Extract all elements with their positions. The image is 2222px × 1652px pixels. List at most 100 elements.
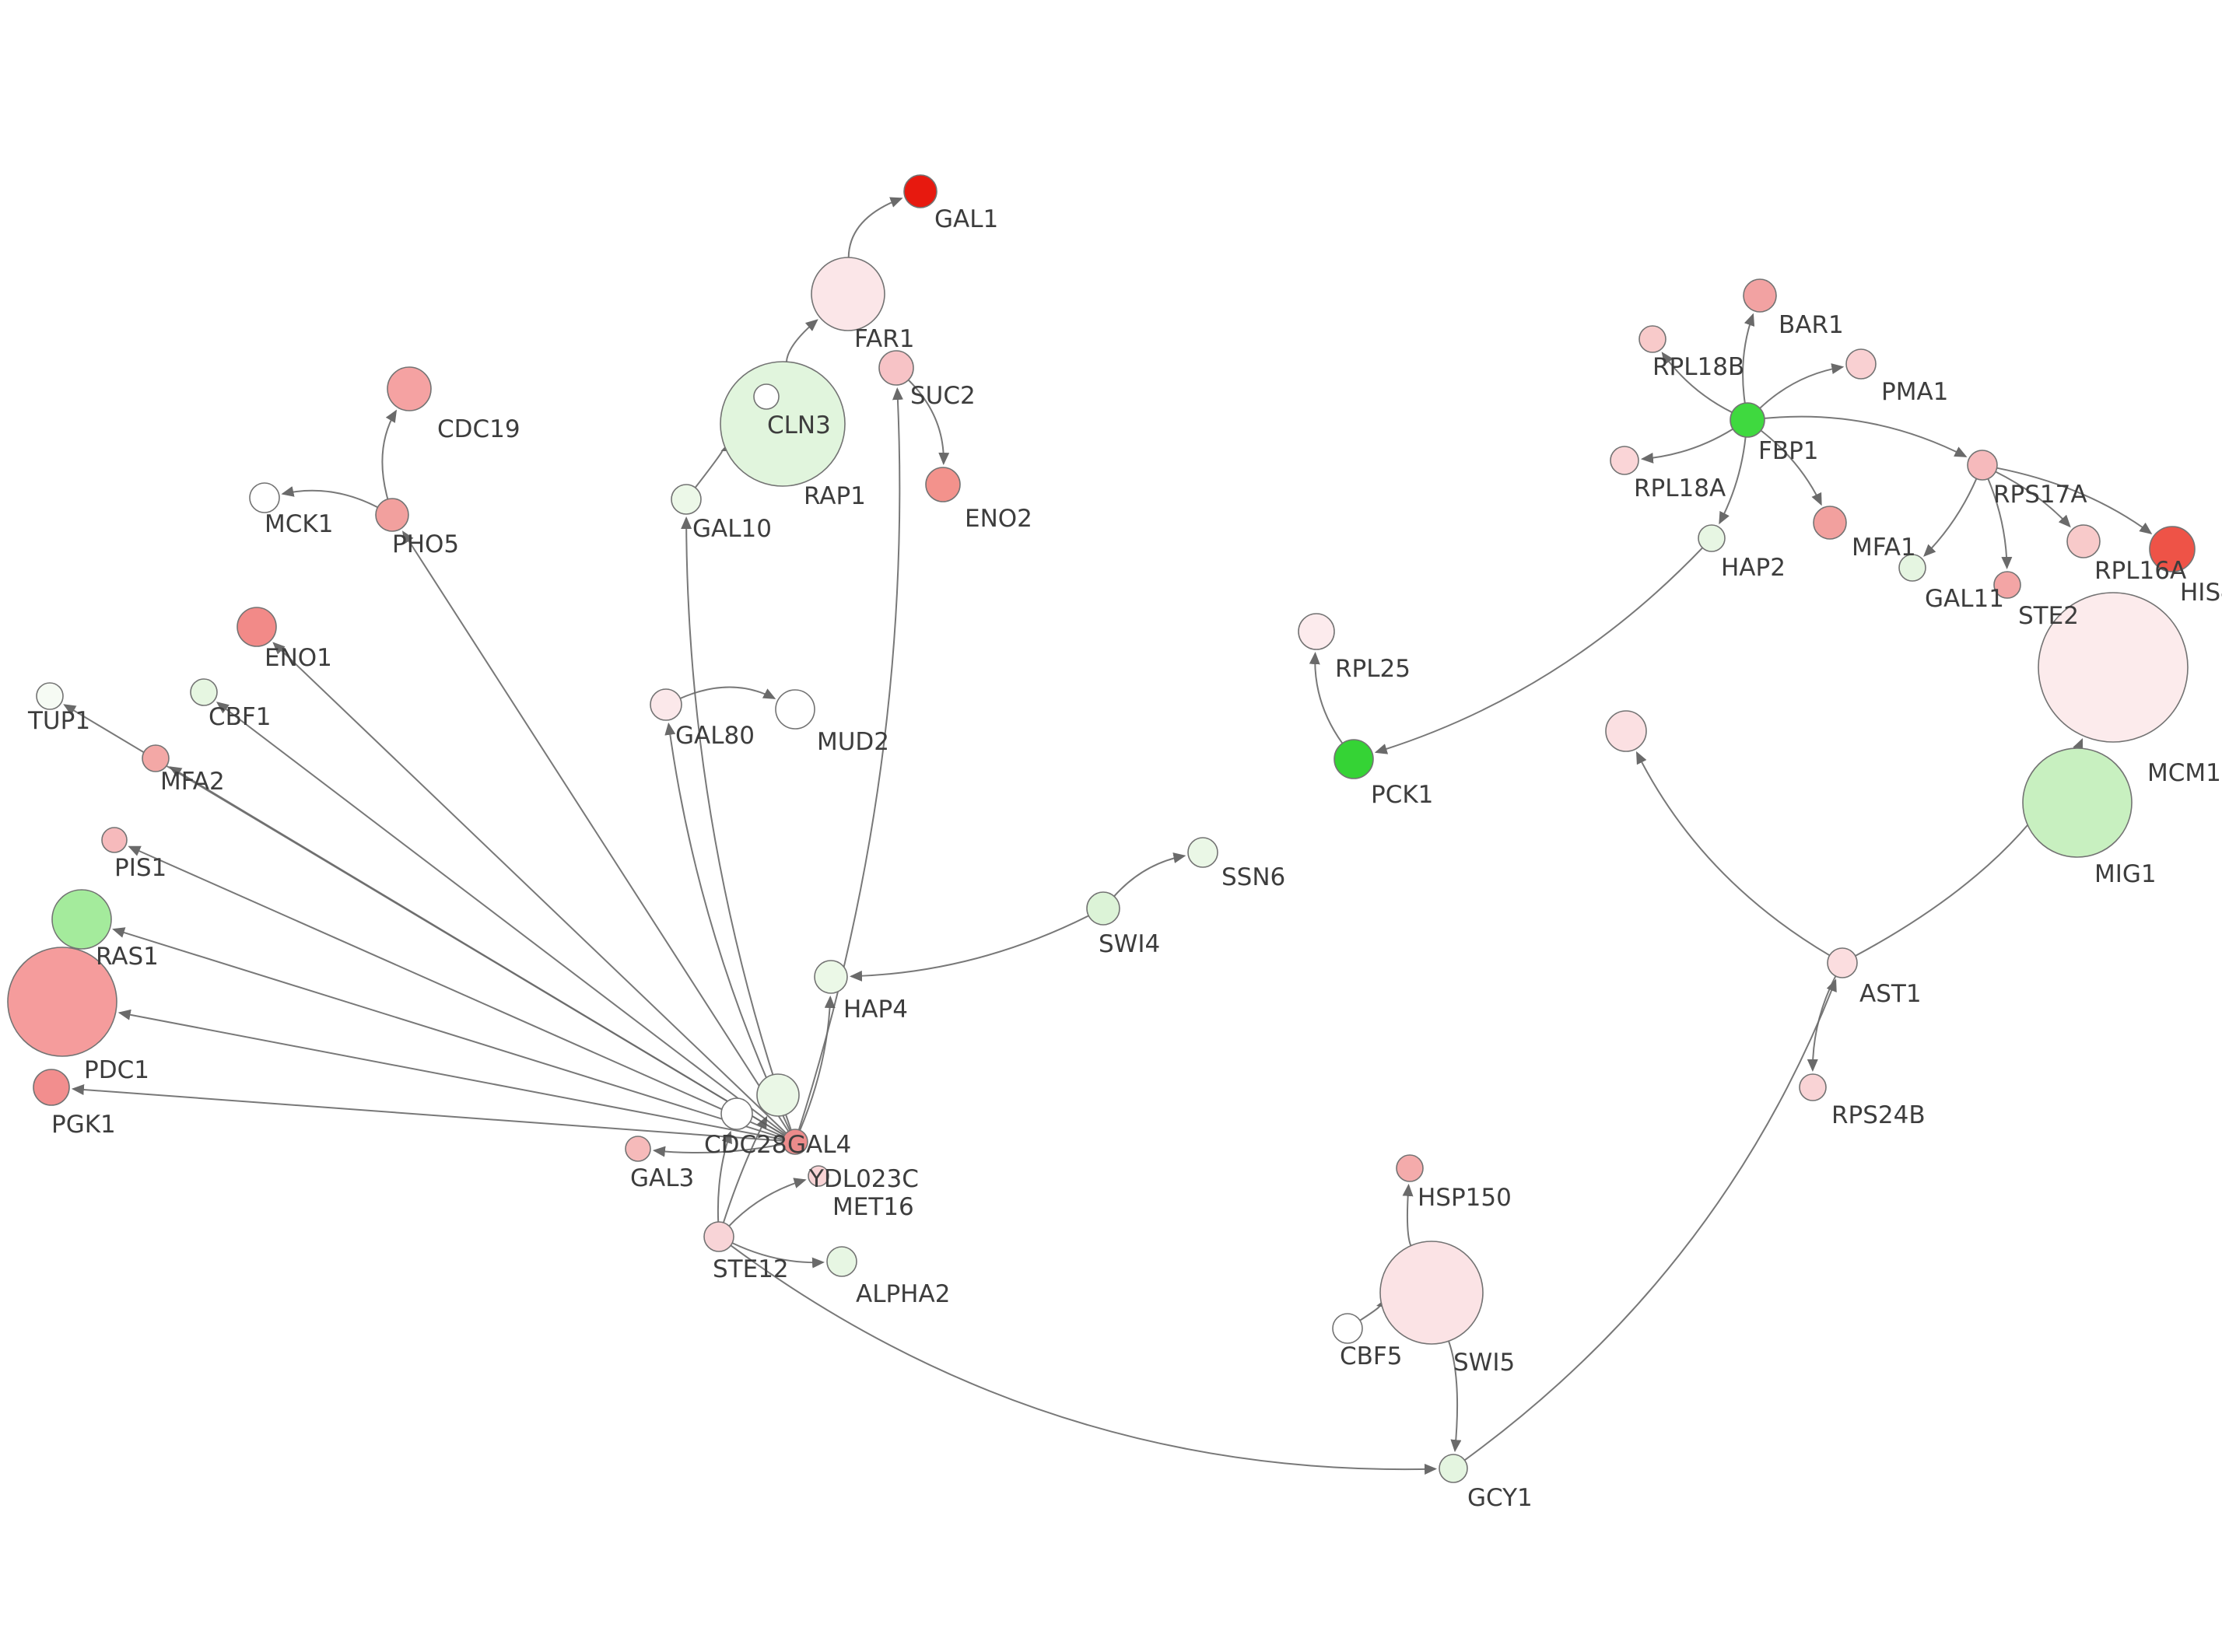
- edge-RPS17A-GAL11[interactable]: [1923, 478, 1978, 557]
- edge-GAL10-CLN3[interactable]: [694, 441, 734, 488]
- node-AST1[interactable]: [1827, 947, 1858, 978]
- node-PDC1[interactable]: [7, 947, 117, 1057]
- node-SWI5[interactable]: [1379, 1241, 1484, 1345]
- edge-GAL4-RAS1[interactable]: [112, 927, 783, 1139]
- node-CBF1[interactable]: [190, 678, 218, 706]
- node-MCM1[interactable]: [2038, 592, 2189, 743]
- edge-SWI5-HSP150[interactable]: [1402, 1183, 1414, 1247]
- edge-SWI4-SSN6[interactable]: [1113, 852, 1186, 898]
- node-STE12[interactable]: [703, 1221, 734, 1252]
- node-CDC19[interactable]: [387, 366, 432, 411]
- node-ALPHA2[interactable]: [826, 1246, 857, 1277]
- node-FBP1[interactable]: [1730, 402, 1765, 438]
- edge-GAL4-PDC1[interactable]: [117, 1009, 783, 1140]
- edge-RPS17A-STE2[interactable]: [1987, 478, 2013, 569]
- node-PMA1[interactable]: [1845, 348, 1877, 380]
- edge-STE12-GCY1[interactable]: [730, 1244, 1437, 1475]
- node-GAL11[interactable]: [1898, 554, 1926, 582]
- edge-GAL4-MFA2[interactable]: [169, 766, 785, 1136]
- node-FAR1[interactable]: [811, 257, 885, 331]
- node-GAL3[interactable]: [625, 1136, 651, 1162]
- edge-STE12-MET16[interactable]: [728, 1178, 807, 1227]
- node-HAP4[interactable]: [814, 960, 848, 994]
- edge-GAL4-GAL80[interactable]: [664, 722, 791, 1131]
- node-MUD2[interactable]: [775, 689, 815, 730]
- edge-RPS17A-HIS4[interactable]: [1996, 467, 2153, 534]
- node-ENO2[interactable]: [925, 467, 961, 502]
- node-HAP2[interactable]: [1698, 524, 1726, 552]
- edge-GAL4-GAL3[interactable]: [652, 1143, 783, 1157]
- node-BAR1[interactable]: [1743, 278, 1777, 313]
- edge-GAL4-ENO1[interactable]: [272, 642, 787, 1134]
- edge-GAL4-PHO5[interactable]: [402, 530, 790, 1132]
- node-GCY1[interactable]: [1439, 1454, 1468, 1483]
- edge-FBP1-RPS17A[interactable]: [1764, 415, 1968, 457]
- node-RAS1[interactable]: [51, 889, 112, 950]
- node-SUC2[interactable]: [878, 350, 914, 386]
- node-GAL1[interactable]: [903, 174, 938, 208]
- node-PCK1[interactable]: [1334, 739, 1374, 779]
- edge-GAL4-PGK1[interactable]: [71, 1084, 783, 1142]
- edge-FBP1-RPL18A[interactable]: [1640, 428, 1733, 464]
- node-GAL80[interactable]: [650, 688, 682, 721]
- edge-FBP1-PMA1[interactable]: [1759, 363, 1845, 409]
- node-RPL18A[interactable]: [1610, 446, 1639, 475]
- edge-AST1-RPS24B[interactable]: [1807, 975, 1837, 1072]
- edge-PHO5-CDC19[interactable]: [381, 409, 398, 500]
- edge-FBP1-BAR1[interactable]: [1742, 313, 1755, 404]
- node-MFA2[interactable]: [142, 744, 170, 772]
- node-RPL16A[interactable]: [2066, 524, 2101, 558]
- node-GAL4[interactable]: [782, 1129, 808, 1155]
- edge-GAL80-MUD2[interactable]: [679, 686, 776, 699]
- node-MIG1[interactable]: [2022, 747, 2133, 858]
- edge-GAL4-HAP4[interactable]: [799, 996, 836, 1131]
- edge-GAL4-SUC2[interactable]: [797, 387, 903, 1131]
- edge-RPS17A-RPL16A[interactable]: [1995, 471, 2071, 528]
- node-CLN3[interactable]: [720, 361, 846, 487]
- edge-PCK1-RPL25[interactable]: [1309, 652, 1344, 744]
- node-CBF5[interactable]: [1332, 1313, 1363, 1344]
- edge-STE12-ALPHA2[interactable]: [731, 1242, 825, 1269]
- node-RPS24B[interactable]: [1799, 1073, 1827, 1101]
- edge-GAL4-CBF1[interactable]: [216, 702, 786, 1136]
- edge-SUC2-ENO2[interactable]: [907, 379, 950, 465]
- edge-PHO5-MCK1[interactable]: [281, 486, 378, 509]
- edge-GAL4-PIS1[interactable]: [128, 845, 784, 1138]
- edge-AST1-NODE1[interactable]: [1636, 751, 1831, 957]
- edge-HAP2-PCK1[interactable]: [1374, 547, 1703, 754]
- node-PHO5[interactable]: [375, 498, 409, 532]
- node-YDL023C[interactable]: [756, 1073, 800, 1117]
- node-RAP1[interactable]: [753, 383, 780, 410]
- node-STE2[interactable]: [1993, 571, 2021, 599]
- edge-CLN3-FAR1[interactable]: [785, 319, 818, 362]
- node-GAL10[interactable]: [671, 484, 702, 515]
- node-TUP1[interactable]: [36, 682, 64, 710]
- edge-CBF5-SWI5[interactable]: [1359, 1297, 1390, 1321]
- node-RPL25[interactable]: [1298, 613, 1335, 650]
- node-MET16[interactable]: [808, 1165, 829, 1187]
- node-RPS17A[interactable]: [1967, 450, 1998, 481]
- edge-FAR1-GAL1[interactable]: [847, 197, 903, 258]
- node-PIS1[interactable]: [101, 827, 128, 853]
- edge-FBP1-MFA1[interactable]: [1760, 429, 1822, 506]
- edge-SWI4-HAP4[interactable]: [850, 915, 1089, 982]
- node-NODE1[interactable]: [1605, 710, 1647, 752]
- edge-STE12-YDL023C[interactable]: [722, 1115, 768, 1223]
- edge-FBP1-HAP2[interactable]: [1719, 436, 1747, 525]
- node-MCK1[interactable]: [249, 482, 280, 513]
- node-CDC28[interactable]: [720, 1097, 753, 1130]
- edge-FBP1-RPL18B[interactable]: [1661, 352, 1733, 414]
- node-ENO1[interactable]: [237, 607, 277, 647]
- node-HSP150[interactable]: [1396, 1154, 1424, 1182]
- node-PGK1[interactable]: [33, 1069, 70, 1106]
- node-SWI4[interactable]: [1086, 891, 1120, 926]
- node-HIS4[interactable]: [2149, 526, 2196, 572]
- node-SSN6[interactable]: [1187, 837, 1218, 868]
- node-RPL18B[interactable]: [1638, 325, 1666, 353]
- edge-GAL4-GAL10[interactable]: [681, 516, 792, 1131]
- edge-SWI5-GCY1[interactable]: [1448, 1340, 1462, 1453]
- edge-GCY1-AST1[interactable]: [1463, 978, 1837, 1461]
- edge-STE12-CDC28[interactable]: [717, 1130, 732, 1223]
